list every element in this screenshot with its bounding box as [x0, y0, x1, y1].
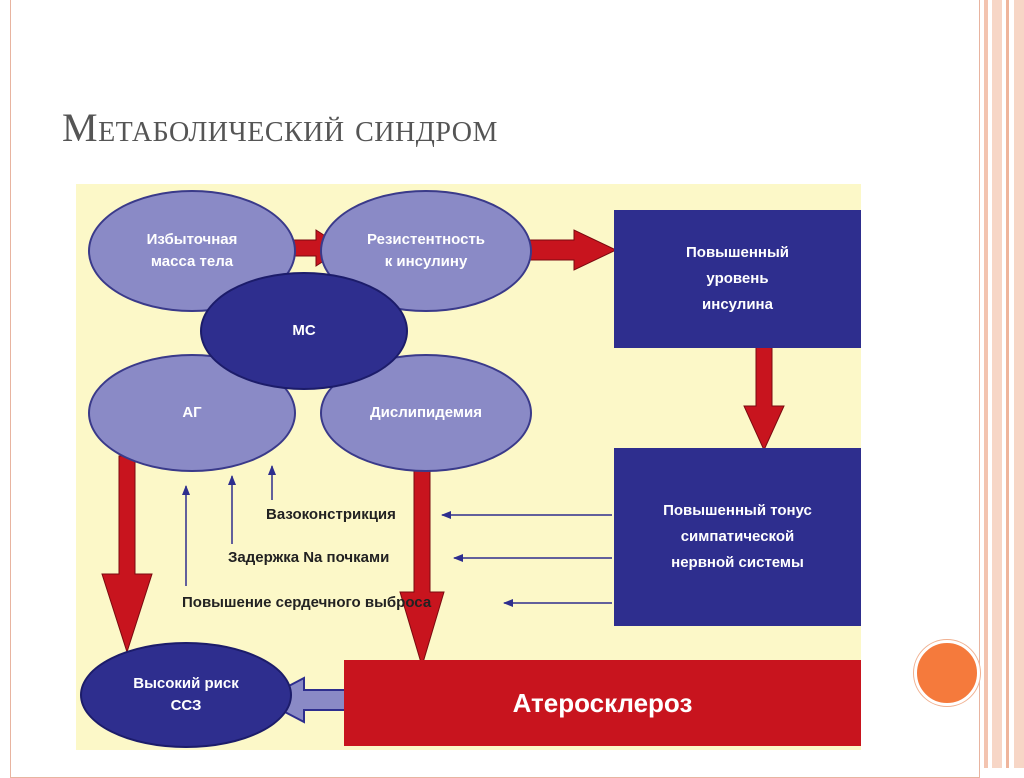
node-high-insulin: Повышенный уровень инсулина	[614, 210, 861, 348]
edge-stripe-4	[1014, 0, 1024, 768]
label-sodium-retention: Задержка Na почками	[228, 549, 390, 566]
node-high-risk: Высокий риск ССЗ	[80, 642, 292, 748]
slide-title: Метаболический синдром	[62, 105, 498, 150]
node-excess-weight: Избыточная масса тела	[88, 190, 296, 312]
edge-stripe-1	[984, 0, 988, 768]
edge-stripe-3	[1006, 0, 1009, 768]
arrow-insulin-to-sympathetic	[743, 338, 785, 452]
arrow-resistance-to-insulin	[521, 229, 618, 271]
node-atherosclerosis: Атеросклероз	[344, 660, 861, 746]
label-cardiac-output: Повышение сердечного выброса	[182, 594, 432, 611]
node-ms: МС	[200, 272, 408, 390]
metabolic-syndrome-diagram: Избыточная масса тела Резистентность к и…	[76, 184, 861, 750]
node-sympathetic-tone: Повышенный тонус симпатической нервной с…	[614, 448, 861, 626]
arrow-ag-to-risk	[101, 455, 153, 654]
decorative-orange-circle	[914, 640, 980, 706]
arrow-dyslipidemia-to-atherosclerosis	[399, 463, 445, 668]
edge-stripe-2	[992, 0, 1002, 768]
label-vasoconstriction: Вазоконстрикция	[266, 506, 396, 523]
